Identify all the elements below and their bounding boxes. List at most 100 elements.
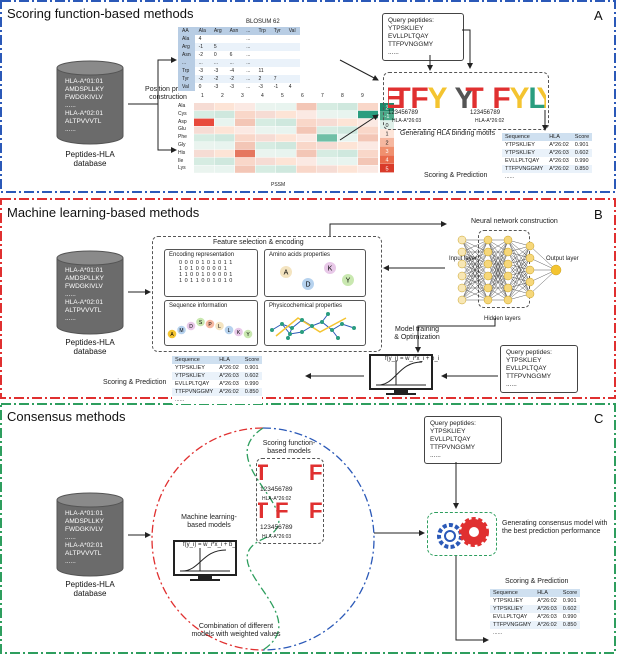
pssm-cell xyxy=(214,157,235,165)
pssm-cell xyxy=(337,149,358,158)
pssm-col-label: 4 xyxy=(261,93,264,99)
pssm-cell xyxy=(358,103,378,111)
pssm-cell xyxy=(235,103,255,111)
result-more: ...... xyxy=(502,173,547,181)
pssm-cell xyxy=(214,103,235,111)
nn-neuron xyxy=(457,247,467,257)
nn-edge xyxy=(487,263,509,301)
gears-box xyxy=(427,512,497,556)
nn-title: Neural network construction xyxy=(471,218,558,225)
pssm-cell xyxy=(358,126,378,134)
pssm-scale-label: 3 xyxy=(385,149,388,155)
pssm-cell xyxy=(317,134,337,142)
nn-neuron xyxy=(503,271,513,281)
logo-letter: T xyxy=(258,498,269,523)
logo-letter: Y xyxy=(536,82,546,110)
sequence-residue xyxy=(234,327,243,337)
pssm-col-label: 8 xyxy=(341,93,344,99)
pssm-cell xyxy=(235,149,255,158)
amino-acid-circle xyxy=(280,266,292,278)
nn-edge xyxy=(487,275,509,301)
logo-letter: Y xyxy=(427,82,447,110)
scoring-label-c: Scoring & Prediction xyxy=(505,578,569,585)
pssm-cell xyxy=(194,103,214,111)
blosum-row: ............... xyxy=(178,59,300,67)
pssm-cell xyxy=(235,142,255,150)
pssm-cell xyxy=(358,142,378,150)
pssm-cell xyxy=(235,134,255,142)
gears-icon xyxy=(437,517,489,549)
nn-edge xyxy=(507,245,531,289)
nn-neuron xyxy=(503,283,513,293)
logo-a-label-1: HLA-A*26:03 xyxy=(392,118,422,124)
pssm-row-label: Lys xyxy=(178,165,186,172)
ml-models-label: Machine learning-based models xyxy=(181,514,237,529)
pssm-cell xyxy=(337,134,358,142)
pssm-cell xyxy=(358,110,378,119)
nn-neuron xyxy=(483,247,493,257)
pssm-cell xyxy=(214,126,235,134)
section-b-letter: B xyxy=(594,207,603,222)
pssm-row-label: Cys xyxy=(178,110,187,117)
database-cylinder-b xyxy=(56,250,124,335)
logo-a-positions-1: 123456789 xyxy=(388,110,419,116)
nn-neuron xyxy=(525,265,535,275)
scoring-label-a: Scoring & Prediction xyxy=(424,172,488,179)
pssm-cell xyxy=(358,165,378,173)
pssm-col-label: 7 xyxy=(321,93,324,99)
nn-edge xyxy=(461,287,489,301)
result-header: Sequence xyxy=(172,356,217,364)
sequence-residue xyxy=(167,329,177,339)
pssm-cell xyxy=(194,157,214,165)
input-layer-label: Input layer xyxy=(449,256,478,262)
pssm-scale-label: 4 xyxy=(385,158,388,164)
pssm-cell xyxy=(255,149,276,158)
pssm-scale-cell xyxy=(380,103,394,112)
pssm-cell xyxy=(358,118,378,126)
nn-neuron xyxy=(525,289,535,299)
logo-c-positions-1: 123456789 xyxy=(260,486,293,493)
nn-edge xyxy=(461,275,489,301)
neural-network xyxy=(457,235,562,305)
sequence-residue xyxy=(186,321,196,331)
consensus-circle xyxy=(151,427,375,651)
amino-acid-letter: K xyxy=(328,266,333,273)
query-peptides-a: Query peptides: YTPSKLIEY EVLLPLTQAY TTF… xyxy=(382,13,464,61)
nn-edge xyxy=(487,239,509,265)
pssm-cell xyxy=(194,142,214,150)
pssm-cell xyxy=(255,142,276,150)
nn-neuron xyxy=(483,295,493,305)
nn-edge xyxy=(529,269,557,295)
logo-letter: F xyxy=(309,460,322,485)
nn-edge xyxy=(487,239,509,289)
database-b-caption: Peptides-HLA database xyxy=(65,338,115,356)
nn-neuron xyxy=(503,259,513,269)
feature-selection-title: Feature selection & encoding xyxy=(213,239,304,246)
pssm-row-label: Ala xyxy=(178,103,186,109)
pssm-cell xyxy=(317,110,337,119)
nn-neuron xyxy=(483,271,493,281)
monitor-b xyxy=(369,354,433,395)
pssm-scale-label: 1 xyxy=(385,132,388,138)
combination-label: Combination of different models with wei… xyxy=(191,623,281,638)
pssm-col-label: 3 xyxy=(241,93,244,99)
nn-neuron xyxy=(525,241,535,251)
scoring-label-b: Scoring & Prediction xyxy=(103,379,167,386)
sequence-residue xyxy=(215,321,224,331)
pssm-cell xyxy=(296,134,317,142)
pssm-cell xyxy=(276,110,296,119)
pssm-cell xyxy=(317,118,337,126)
feature-selection-box xyxy=(152,236,382,352)
pssm-cell xyxy=(214,134,235,142)
